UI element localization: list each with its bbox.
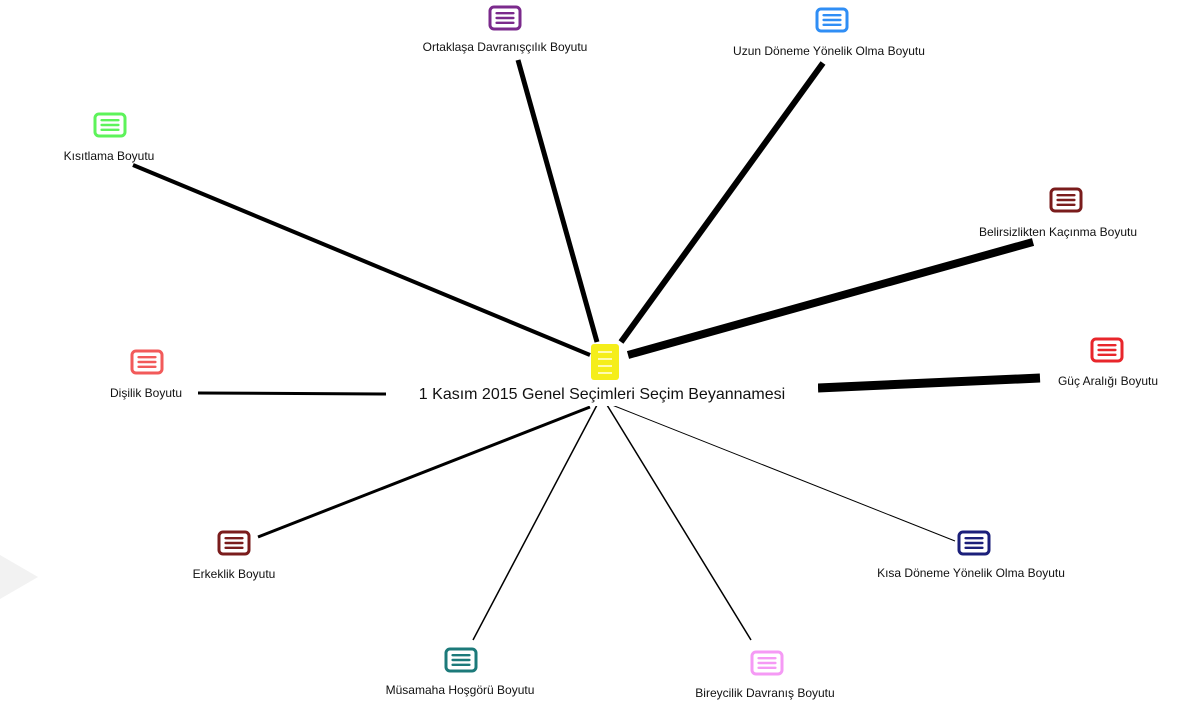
node-disilik[interactable]: Dişilik Boyutu [110,349,182,400]
node-erkeklik[interactable]: Erkeklik Boyutu [193,530,276,581]
edge-kisitlama [132,163,591,357]
center-label-background [386,380,818,406]
document-list-icon[interactable] [488,5,522,31]
document-list-icon[interactable] [1049,187,1083,213]
node-ortaklasa[interactable]: Ortaklaşa Davranışçılık Boyutu [423,5,588,54]
node-uzun[interactable]: Uzun Döneme Yönelik Olma Boyutu [733,7,925,58]
edge-erkeklik [257,405,591,539]
edge-uzun [618,61,826,344]
document-list-icon[interactable] [93,112,127,138]
node-label: Kısıtlama Boyutu [64,149,155,163]
node-label: Bireycilik Davranış Boyutu [695,686,834,700]
document-list-icon[interactable] [444,647,478,673]
edge-belirsizlik [626,238,1035,359]
node-label: Güç Aralığı Boyutu [1058,374,1158,388]
edge-ortaklasa [515,59,600,343]
edge-musamaha [472,404,598,641]
document-list-icon[interactable] [130,349,164,375]
center-label: 1 Kasım 2015 Genel Seçimleri Seçim Beyan… [419,386,785,403]
document-list-icon[interactable] [815,7,849,33]
edge-layer [132,59,1041,641]
node-guc[interactable]: Güç Aralığı Boyutu [1058,337,1158,388]
document-list-icon[interactable] [750,650,784,676]
node-label: Erkeklik Boyutu [193,567,276,581]
node-label: Kısa Döneme Yönelik Olma Boyutu [877,566,1065,580]
edge-disilik [197,391,389,396]
document-list-icon[interactable] [217,530,251,556]
node-label: Ortaklaşa Davranışçılık Boyutu [423,40,588,54]
node-musamaha[interactable]: Müsamaha Hoşgörü Boyutu [386,647,535,697]
node-bireycilik[interactable]: Bireycilik Davranış Boyutu [695,650,835,700]
node-label: Uzun Döneme Yönelik Olma Boyutu [733,44,925,58]
node-kisitlama[interactable]: Kısıtlama Boyutu [64,112,155,163]
node-layer: Ortaklaşa Davranışçılık Boyutu Uzun Dönem… [64,5,1158,700]
corner-decoration [0,555,38,599]
center-node[interactable]: 1 Kasım 2015 Genel Seçimleri Seçim Beyan… [386,344,818,406]
edge-guc [817,373,1041,393]
document-body [591,344,619,380]
node-label: Dişilik Boyutu [110,386,182,400]
document-list-icon[interactable] [957,530,991,556]
document-list-icon[interactable] [1090,337,1124,363]
node-label: Müsamaha Hoşgörü Boyutu [386,683,535,697]
edge-bireycilik [606,404,752,641]
node-belirsizlik[interactable]: Belirsizlikten Kaçınma Boyutu [979,187,1137,239]
edge-kisa [611,404,956,542]
node-kisa[interactable]: Kısa Döneme Yönelik Olma Boyutu [877,530,1065,580]
document-icon[interactable] [591,344,619,380]
node-label: Belirsizlikten Kaçınma Boyutu [979,225,1137,239]
